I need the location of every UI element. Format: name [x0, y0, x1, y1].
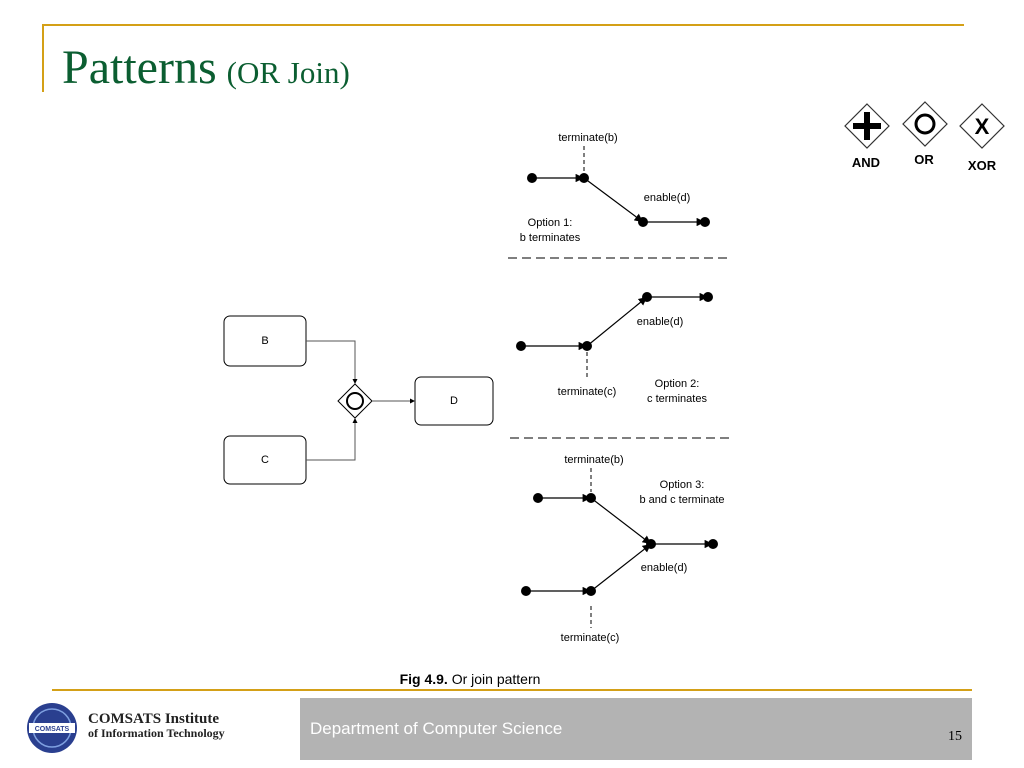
institute-line1: COMSATS Institute [88, 711, 219, 727]
caption-text: Or join pattern [447, 671, 541, 687]
figure-caption: Fig 4.9. Or join pattern [0, 671, 940, 687]
logo-text: COMSATS [35, 726, 70, 733]
node-b: B [223, 315, 307, 367]
option3-terminate-b-label: terminate(b) [564, 454, 623, 466]
flow-c-to-gateway [306, 418, 358, 461]
xor-gateway-icon: X [959, 103, 1005, 149]
option3-enable-label: enable(d) [641, 562, 687, 574]
option3-label-line1: Option 3: [660, 479, 705, 491]
option1-label-line1: Option 1: [528, 217, 573, 229]
option1-enable-label: enable(d) [644, 192, 690, 204]
node-b-label: B [261, 335, 268, 347]
option1-diagram: terminate(b) enable(d) Option 1: b termi… [520, 132, 710, 244]
institute-line2: of Information Technology [88, 726, 225, 740]
node-c: C [223, 435, 307, 485]
footer-band: Department of Computer Science 15 [300, 698, 972, 760]
node-d-label: D [450, 395, 458, 407]
option2-diagram: enable(d) terminate(c) Option 2: c termi… [516, 292, 713, 405]
or-gateway-icon [902, 101, 948, 147]
option1-label-line2: b terminates [520, 232, 581, 244]
option3-label-line2: b and c terminate [640, 494, 725, 506]
institute-name: COMSATS Institute of Information Technol… [88, 711, 225, 741]
page-title: Patterns (OR Join) [62, 40, 350, 95]
title-main: Patterns [62, 41, 217, 94]
node-d: D [414, 376, 494, 426]
left-accent-rule [42, 24, 44, 92]
option3-diagram: terminate(b) Option 3: b and c terminate… [521, 454, 725, 644]
xor-mark: X [975, 114, 990, 139]
and-gateway-icon [844, 103, 890, 149]
top-accent-rule [42, 24, 964, 26]
option2-enable-label: enable(d) [637, 316, 683, 328]
department-label: Department of Computer Science [310, 719, 563, 738]
node-c-label: C [261, 454, 269, 466]
and-label: AND [852, 155, 880, 170]
comsats-logo: COMSATS [27, 703, 77, 753]
page-number: 15 [948, 729, 962, 744]
flow-b-to-gateway [306, 340, 358, 384]
caption-bold: Fig 4.9. [399, 671, 448, 687]
option2-label-line1: Option 2: [655, 378, 700, 390]
or-join-gateway-icon [337, 383, 373, 419]
or-label: OR [914, 152, 934, 167]
xor-label: XOR [968, 158, 997, 173]
title-sub: (OR Join) [226, 55, 350, 90]
option3-terminate-c-label: terminate(c) [561, 632, 620, 644]
option1-terminate-label: terminate(b) [558, 132, 617, 144]
footer-accent-rule [52, 689, 972, 691]
option2-label-line2: c terminates [647, 393, 707, 405]
option2-terminate-label: terminate(c) [558, 386, 617, 398]
